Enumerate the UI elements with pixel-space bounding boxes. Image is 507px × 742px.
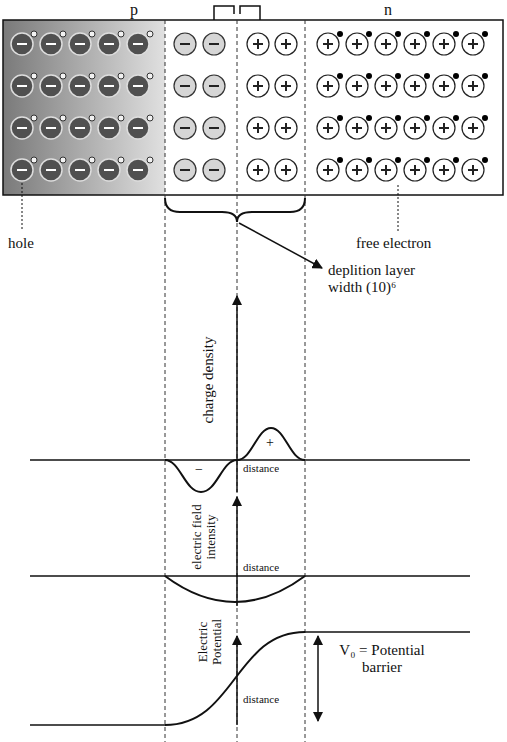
axis-label: distance (243, 694, 279, 705)
leader-line (398, 185, 399, 231)
axis-line (30, 459, 470, 461)
region-name: p (130, 2, 138, 18)
part-label: free electron (356, 236, 431, 251)
charge-sign: + (266, 436, 274, 450)
field-curve (165, 576, 305, 602)
charge-row (11, 115, 488, 139)
charge-curve (237, 428, 305, 460)
callout-label: deplition layer width (10)⁶ (328, 262, 440, 295)
axis-arrow (236, 296, 238, 492)
axis-arrow (236, 636, 238, 725)
potential-level (30, 724, 165, 726)
axis-arrow (236, 497, 238, 606)
leader-line (22, 183, 23, 231)
contact-terminals (214, 6, 260, 20)
axis-title: charge density (200, 320, 217, 440)
barrier-arrow (317, 636, 319, 721)
charge-row (11, 31, 488, 55)
axis-label: distance (243, 463, 279, 474)
charge-curve (165, 460, 237, 492)
axis-title: electric field intensity (190, 504, 219, 570)
potential-level (305, 631, 470, 633)
axis-label: distance (243, 562, 279, 573)
potential-curve (165, 632, 305, 725)
region-name: n (384, 2, 392, 18)
dimension-label: V₀ = Potential barrier (326, 642, 438, 675)
part-label: hole (8, 236, 34, 251)
axis-title: Electric Potential (196, 612, 225, 672)
axis-line (30, 575, 470, 577)
charge-row (11, 73, 488, 97)
charge-row (11, 157, 488, 181)
crystal-block (3, 20, 503, 195)
region-guides (165, 20, 305, 742)
depletion-brace (165, 198, 305, 222)
leader-arrow (239, 223, 322, 268)
charge-sign: − (195, 463, 203, 477)
